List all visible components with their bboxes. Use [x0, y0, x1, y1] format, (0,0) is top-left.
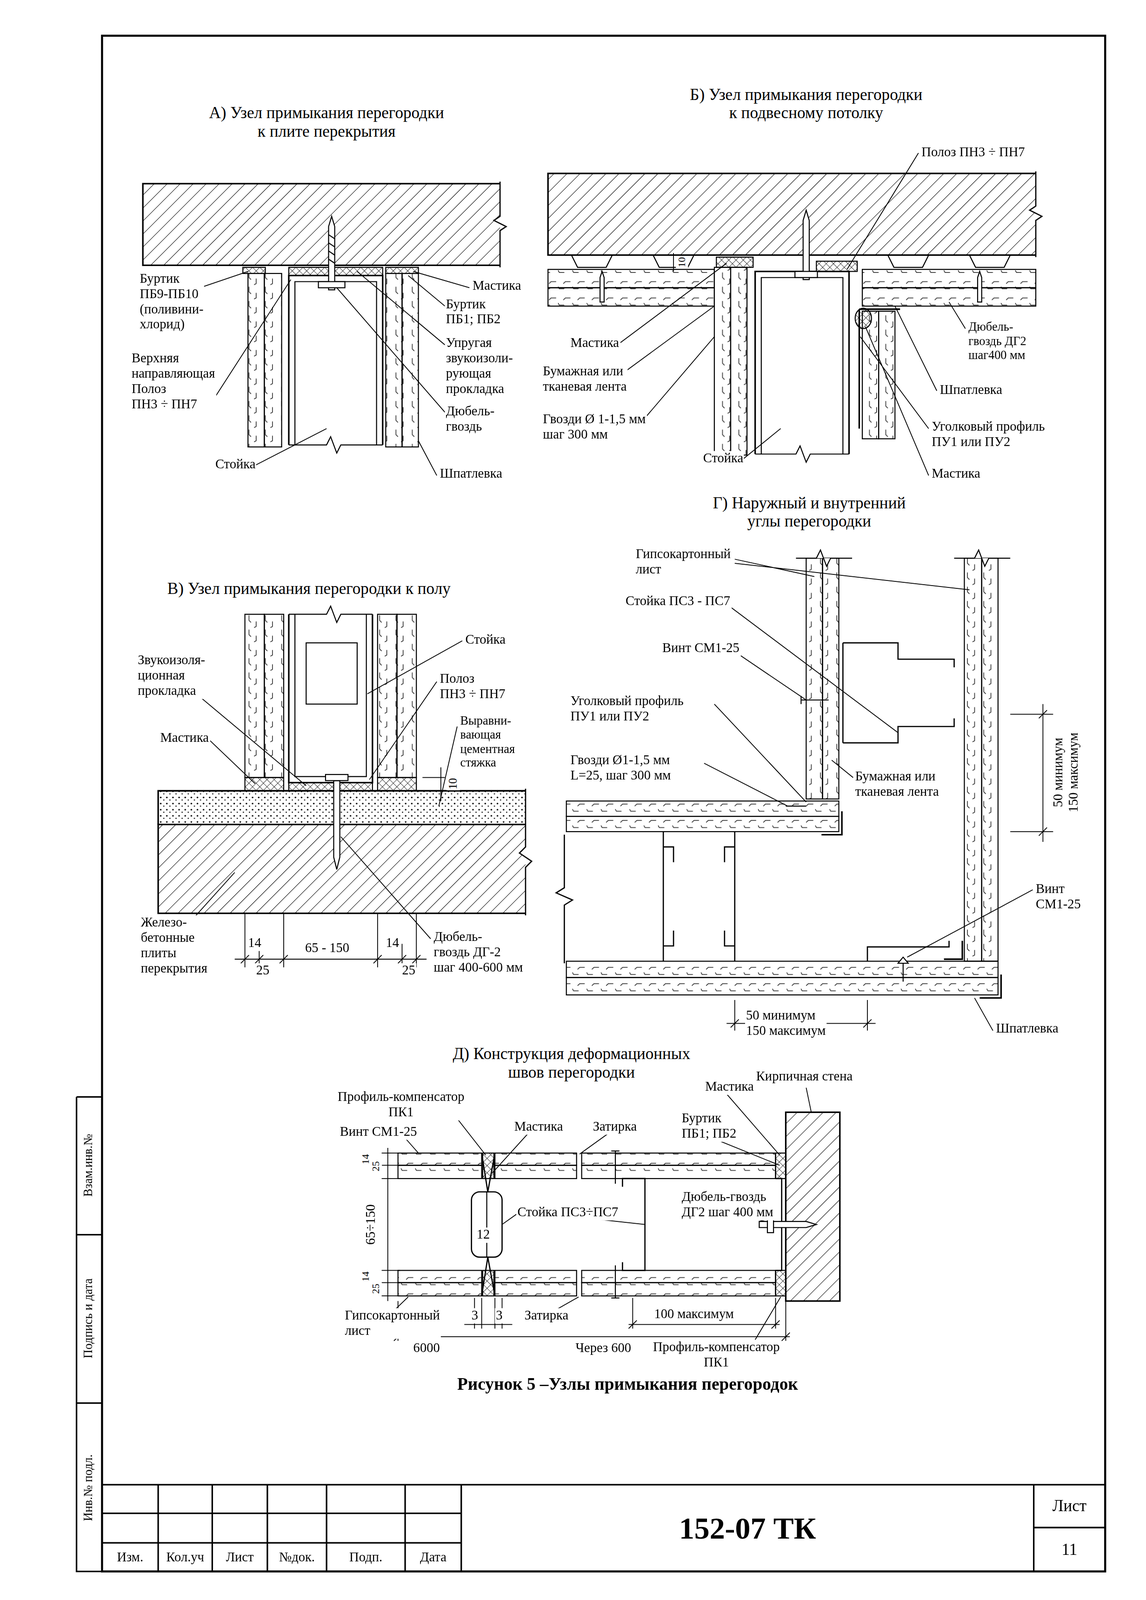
dimension-text: Через 600	[574, 1340, 633, 1357]
callout-label: Полоз ПН3 ÷ ПН7	[920, 145, 1027, 161]
callout-label: Уголковый профиль ПУ1 или ПУ2	[569, 693, 685, 725]
cell-text: Подп.	[349, 1548, 383, 1566]
callout-label: Шпатлевка	[438, 466, 504, 482]
callout-label: Кирпичная стена	[755, 1069, 854, 1085]
cell-text: Лист	[226, 1548, 254, 1566]
dimension-text: 14	[246, 935, 263, 952]
dimension-text: 10	[675, 256, 688, 269]
callout-label: Стойка ПС3÷ПС7	[516, 1205, 620, 1221]
dimension-text: 6000	[412, 1340, 441, 1357]
dimension-text: 25	[369, 1159, 382, 1173]
title-block-cell: Подп.	[326, 1542, 406, 1572]
stamp-text: Инв.№ подл.	[81, 1453, 96, 1523]
cell-text: 152-07 ТК	[679, 1510, 817, 1546]
dimension-text: 100 максимум	[652, 1306, 735, 1323]
detail-title: А) Узел примыкания перегородки к плите п…	[207, 104, 446, 142]
title-block-cell: 152-07 ТК	[461, 1484, 1034, 1572]
callout-label: Затирка	[523, 1308, 570, 1324]
detail-title: Б) Узел примыкания перегородки к подвесн…	[688, 85, 924, 124]
callout-label: Шпатлевка	[939, 382, 1004, 399]
callout-label: Дюбель- гвоздь ДГ-2 шаг 400-600 мм	[432, 929, 524, 976]
stamp-text: Подпись и дата	[81, 1277, 96, 1360]
callout-label: Дюбель-гвоздь ДГ2 шаг 400 мм	[680, 1189, 774, 1221]
callout-label: Гвозди Ø1-1,5 мм L=25, шаг 300 мм	[569, 752, 672, 784]
callout-label: Бумажная или тканевая лента	[541, 364, 628, 395]
dimension-text: 3	[470, 1308, 480, 1324]
callout-label: Мастика	[471, 278, 523, 294]
callout-label: Затирка	[592, 1119, 639, 1135]
callout-label: Стойка	[214, 457, 257, 473]
callout-label: Дюбель- гвоздь	[445, 404, 496, 435]
callout-label: Гипсокартонный лист	[343, 1308, 441, 1340]
cell-text: №док.	[279, 1548, 315, 1566]
dimension-text: 25	[369, 1282, 382, 1295]
callout-label: Мастика	[930, 466, 982, 482]
cell-text: Дата	[419, 1548, 447, 1566]
callout-label: Мастика	[513, 1119, 565, 1135]
callout-label: Мастика	[159, 730, 210, 747]
callout-label: Стойка	[464, 632, 507, 648]
title-block-cell: №док.	[267, 1542, 327, 1572]
callout-label: Мастика	[569, 335, 620, 352]
callout-label: Шпатлевка	[994, 1021, 1060, 1037]
dimension-text: 65÷150	[363, 1203, 380, 1246]
title-block-cell: Дата	[405, 1542, 462, 1572]
callout-label: Гипсокартонный лист	[634, 546, 733, 578]
callout-label: Стойка ПС3 - ПС7	[624, 593, 732, 610]
figure-caption: Рисунок 5 –Узлы примыкания перегородок	[457, 1374, 799, 1395]
dimension-text: 50 минимум 150 максимум	[1051, 731, 1082, 814]
title-block-cell: 11	[1033, 1527, 1106, 1572]
dimension-text: 14	[359, 1270, 372, 1283]
callout-label: Упругая звукоизоли- рующая прокладка	[445, 335, 514, 397]
title-block-cell: Лист	[1033, 1484, 1106, 1528]
dimension-text: 14	[384, 935, 400, 952]
callout-label: Дюбель- гвоздь ДГ2 шаг400 мм	[967, 320, 1028, 363]
callout-label: Буртик ПБ1; ПБ2	[445, 296, 502, 328]
callout-label: Звукоизоля- ционная прокладка	[136, 652, 207, 699]
detail-title: Г) Наружный и внутренний углы перегородк…	[711, 493, 907, 532]
callout-label: Бумажная или тканевая лента	[853, 769, 940, 800]
callout-label: Профиль-компенсатор ПК1	[652, 1339, 781, 1371]
dimension-text: 25	[255, 963, 271, 979]
callout-label: Винт СМ1-25	[1034, 881, 1082, 913]
detail-title: Д) Конструкция деформационных швов перег…	[451, 1045, 692, 1083]
dimension-text: 3	[494, 1308, 504, 1324]
callout-label: Полоз ПН3 ÷ ПН7	[438, 671, 507, 703]
detail-title: В) Узел примыкания перегородки к полу	[166, 579, 452, 599]
callout-label: Стойка	[702, 451, 745, 467]
dimension-text: 50 минимум 150 максимум	[745, 1008, 827, 1040]
title-block-cell: Лист	[212, 1542, 267, 1572]
dimension-text: 12	[475, 1227, 491, 1243]
callout-label: Железо- бетонные плиты перекрытия	[139, 915, 209, 977]
callout-label: Уголковый профиль ПУ1 или ПУ2	[930, 419, 1047, 451]
callout-label: Гвозди Ø 1-1,5 мм шаг 300 мм	[541, 412, 647, 443]
callout-label: Мастика	[704, 1079, 755, 1095]
cell-text: Изм.	[116, 1548, 144, 1566]
cell-text: Кол.уч	[166, 1548, 204, 1566]
cell-text: Лист	[1052, 1496, 1087, 1515]
title-block-cell: Кол.уч	[158, 1542, 213, 1572]
callout-label: Буртик ПБ1; ПБ2	[680, 1111, 738, 1142]
callout-label: Буртик ПБ9-ПБ10 (поливини- хлорид)	[138, 271, 205, 333]
callout-label: Выравни- вающая цементная стяжка	[459, 714, 516, 771]
callout-label: Профиль-компенсатор ПК1	[336, 1089, 466, 1121]
dimension-text: 25	[400, 963, 417, 979]
title-block-cell: Изм.	[101, 1542, 159, 1572]
callout-label: Верхняя направляющая Полоз ПН3 ÷ ПН7	[130, 351, 217, 413]
dimension-text: 10	[446, 777, 460, 791]
callout-label: Винт СМ1-25	[338, 1124, 418, 1140]
callout-label: Винт СМ1-25	[661, 640, 741, 657]
cell-text: 11	[1061, 1540, 1078, 1559]
stamp-text: Взам.инв.№	[81, 1132, 96, 1199]
dimension-text: 65 - 150	[304, 940, 351, 957]
